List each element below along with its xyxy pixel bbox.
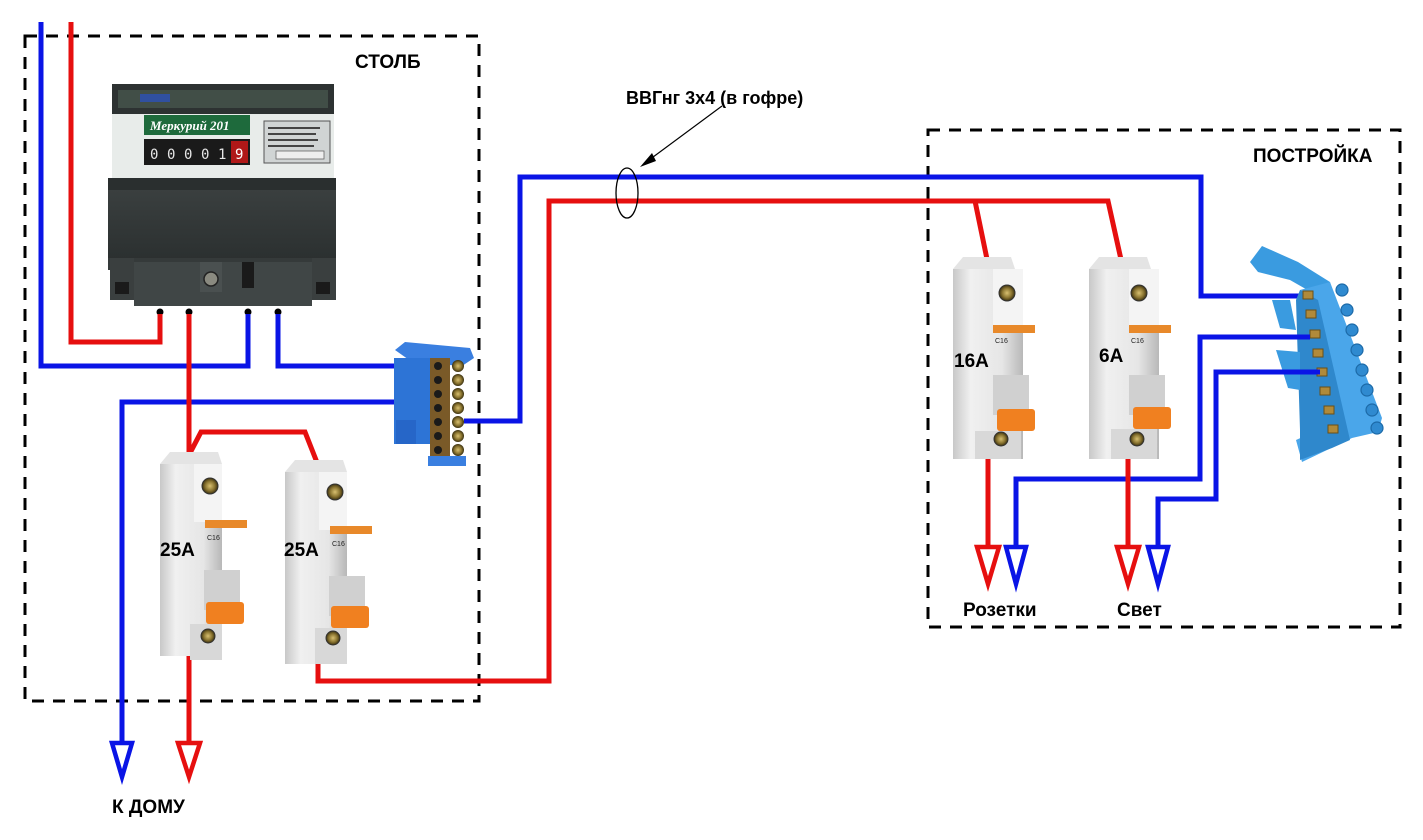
- meter-digit-3: 0: [184, 147, 192, 163]
- meter-digit-4: 0: [201, 147, 209, 163]
- electricity-meter: Меркурий 201 0 0 0 0 1 9: [106, 83, 340, 308]
- meter-terminal-phase-out: [185, 308, 193, 316]
- pole-neutral-terminal-block: [394, 342, 474, 466]
- breaker-model: C16: [1131, 338, 1144, 345]
- incoming-neutral-wire: [38, 22, 251, 369]
- breaker-handle[interactable]: [997, 409, 1035, 431]
- meter-digit-5: 1: [218, 147, 226, 163]
- house-output-label: К ДОМУ: [112, 797, 185, 818]
- sockets-neutral-arrow-icon: [1003, 544, 1029, 593]
- meter-neutral-to-block-wire: [275, 314, 440, 369]
- breaker-handle[interactable]: [206, 602, 244, 624]
- building-breaker-1-rating: 16A: [954, 351, 989, 372]
- light-neutral-arrow-icon: [1145, 544, 1171, 593]
- pole-breaker-2-rating: 25A: [284, 540, 319, 561]
- breaker-model: C16: [207, 535, 220, 542]
- sockets-neutral-wire: [1013, 334, 1310, 553]
- breaker-brand-strip: [330, 526, 372, 534]
- building-zone-border: [926, 128, 1402, 629]
- pole-breaker-2: C16: [285, 460, 372, 664]
- pole-breaker-1-rating: 25A: [160, 540, 195, 561]
- meter-digit-2: 0: [167, 147, 175, 163]
- building-zone-label: ПОСТРОЙКА: [1253, 145, 1373, 167]
- house-neutral-arrow-icon: [108, 740, 136, 785]
- meter-digit-1: 0: [150, 147, 158, 163]
- breaker-handle[interactable]: [331, 606, 369, 628]
- sockets-output-label: Розетки: [963, 600, 1037, 621]
- breaker-brand-strip: [993, 325, 1035, 333]
- cable-bundle-marker: [615, 167, 639, 219]
- light-output-label: Свет: [1117, 600, 1162, 621]
- house-phase-arrow-icon: [174, 740, 204, 785]
- light-neutral-wire: [1155, 369, 1320, 553]
- cable-callout-arrowhead: [640, 153, 656, 167]
- light-phase-arrow-icon: [1113, 544, 1143, 592]
- building-breaker-1: C16: [953, 257, 1035, 459]
- breaker-bridge-wire: [186, 429, 321, 466]
- pole-breaker-1: C16: [160, 452, 247, 660]
- house-neutral-wire: [119, 399, 440, 745]
- building-breaker-2: C16: [1089, 257, 1171, 459]
- building-breaker-2-rating: 6A: [1099, 346, 1124, 367]
- meter-terminal-phase-in: [156, 308, 164, 316]
- meter-brand-plate: [144, 115, 250, 135]
- sockets-phase-arrow-icon: [973, 544, 1003, 592]
- breaker-brand-strip: [205, 520, 247, 528]
- breaker-model: C16: [995, 338, 1008, 345]
- pole-zone-label: СТОЛБ: [355, 52, 421, 73]
- meter-digit-6: 9: [235, 147, 243, 163]
- breaker-model: C16: [332, 541, 345, 548]
- building-zero-bus: [1250, 246, 1384, 462]
- cable-callout-arrow: [644, 105, 723, 164]
- building-phase-branch-wire: [972, 200, 991, 265]
- breaker-brand-strip: [1129, 325, 1171, 333]
- cable-neutral-wire: [464, 174, 1308, 424]
- meter-terminal-neutral-out: [274, 308, 282, 316]
- cable-phase-wire: [315, 198, 1125, 684]
- incoming-phase-wire: [68, 22, 163, 345]
- meter-terminal-neutral-in: [244, 308, 252, 316]
- pole-zone-border: [23, 34, 481, 703]
- cable-label: ВВГнг 3х4 (в гофре): [626, 88, 803, 108]
- breaker-handle[interactable]: [1133, 407, 1171, 429]
- meter-brand: Меркурий 201: [149, 118, 230, 133]
